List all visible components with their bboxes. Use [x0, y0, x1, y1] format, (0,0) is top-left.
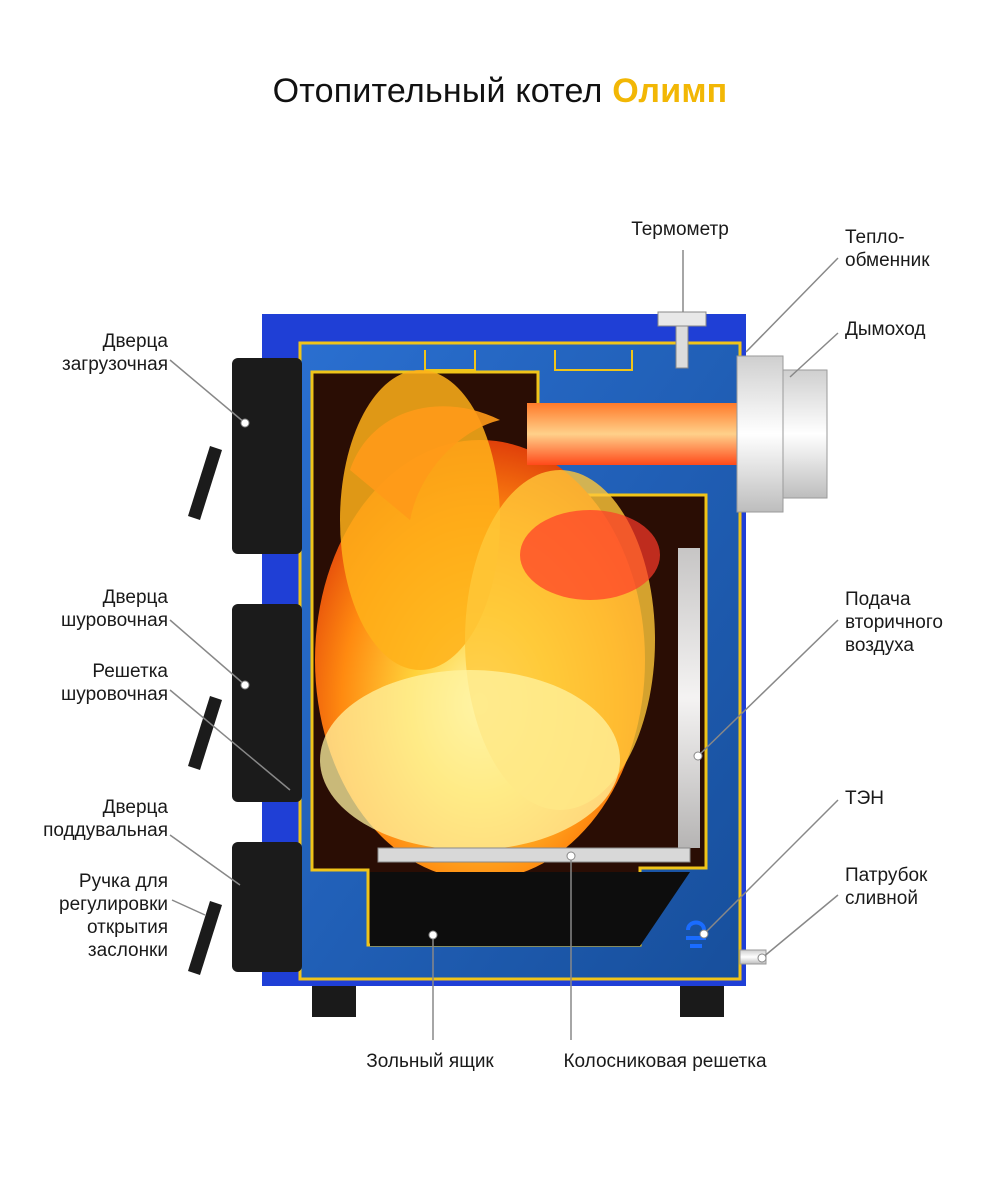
leader-drain-pipe — [761, 894, 839, 959]
thermometer-stem — [675, 325, 689, 369]
boiler-leg-left — [312, 983, 356, 1017]
label-door-poker: Дверца шуровочная — [61, 587, 168, 631]
doors — [188, 358, 302, 975]
leader-secondary-air — [697, 619, 839, 757]
title-brand: Олимп — [612, 72, 728, 110]
flue-tube — [527, 403, 741, 465]
leader-dots — [240, 418, 767, 963]
leader-lines — [169, 250, 839, 1040]
leader-door-blower — [169, 834, 241, 886]
blower-door — [232, 842, 302, 972]
label-grate: Колосниковая решетка — [563, 1051, 767, 1072]
jacket-top-channels — [424, 350, 633, 371]
boiler-leg-right — [680, 983, 724, 1017]
damper-handle — [188, 901, 222, 975]
leader-heat-exchanger — [745, 257, 839, 353]
dot-secondary-air — [693, 751, 703, 761]
dot-ash-box — [428, 930, 438, 940]
secondary-air-pipe — [678, 548, 700, 848]
poker-door-handle — [188, 696, 222, 770]
loading-door — [232, 358, 302, 554]
ash-box — [370, 872, 690, 946]
leader-grate-poker — [169, 689, 291, 791]
dot-door-poker — [240, 680, 250, 690]
leader-heater — [703, 799, 839, 935]
label-door-blower: Дверца поддувальная — [43, 797, 168, 841]
leader-door-loading — [169, 359, 246, 424]
leader-chimney — [789, 332, 839, 378]
chimney-collar — [736, 355, 784, 513]
leader-damper-handle — [171, 899, 206, 916]
label-grate-poker: Решетка шуровочная — [61, 661, 168, 705]
dot-door-loading — [240, 418, 250, 428]
loading-door-handle — [188, 446, 222, 520]
dot-grate — [566, 851, 576, 861]
page-title: Отопительный котел Олимп — [0, 72, 1000, 111]
label-secondary-air: Подача вторичного воздуха — [845, 589, 943, 656]
grate-bars — [377, 847, 691, 863]
label-chimney: Дымоход — [845, 319, 926, 340]
chimney-pipe — [782, 369, 828, 499]
leader-door-poker — [169, 619, 246, 686]
label-ash-box: Зольный ящик — [366, 1051, 494, 1072]
thermometer-body — [657, 311, 707, 327]
label-drain-pipe: Патрубок сливной — [845, 865, 928, 909]
poker-door — [232, 604, 302, 802]
label-door-loading: Дверца загрузочная — [62, 331, 168, 375]
label-heater: ТЭН — [845, 788, 884, 809]
fire — [315, 370, 660, 880]
title-prefix: Отопительный котел — [272, 72, 603, 110]
label-damper-handle: Ручка для регулировки открытия заслонки — [59, 871, 168, 961]
dot-heater — [699, 929, 709, 939]
label-thermometer: Термометр — [631, 219, 729, 240]
dot-drain-pipe — [757, 953, 767, 963]
label-heat-exchanger: Тепло- обменник — [845, 227, 930, 271]
